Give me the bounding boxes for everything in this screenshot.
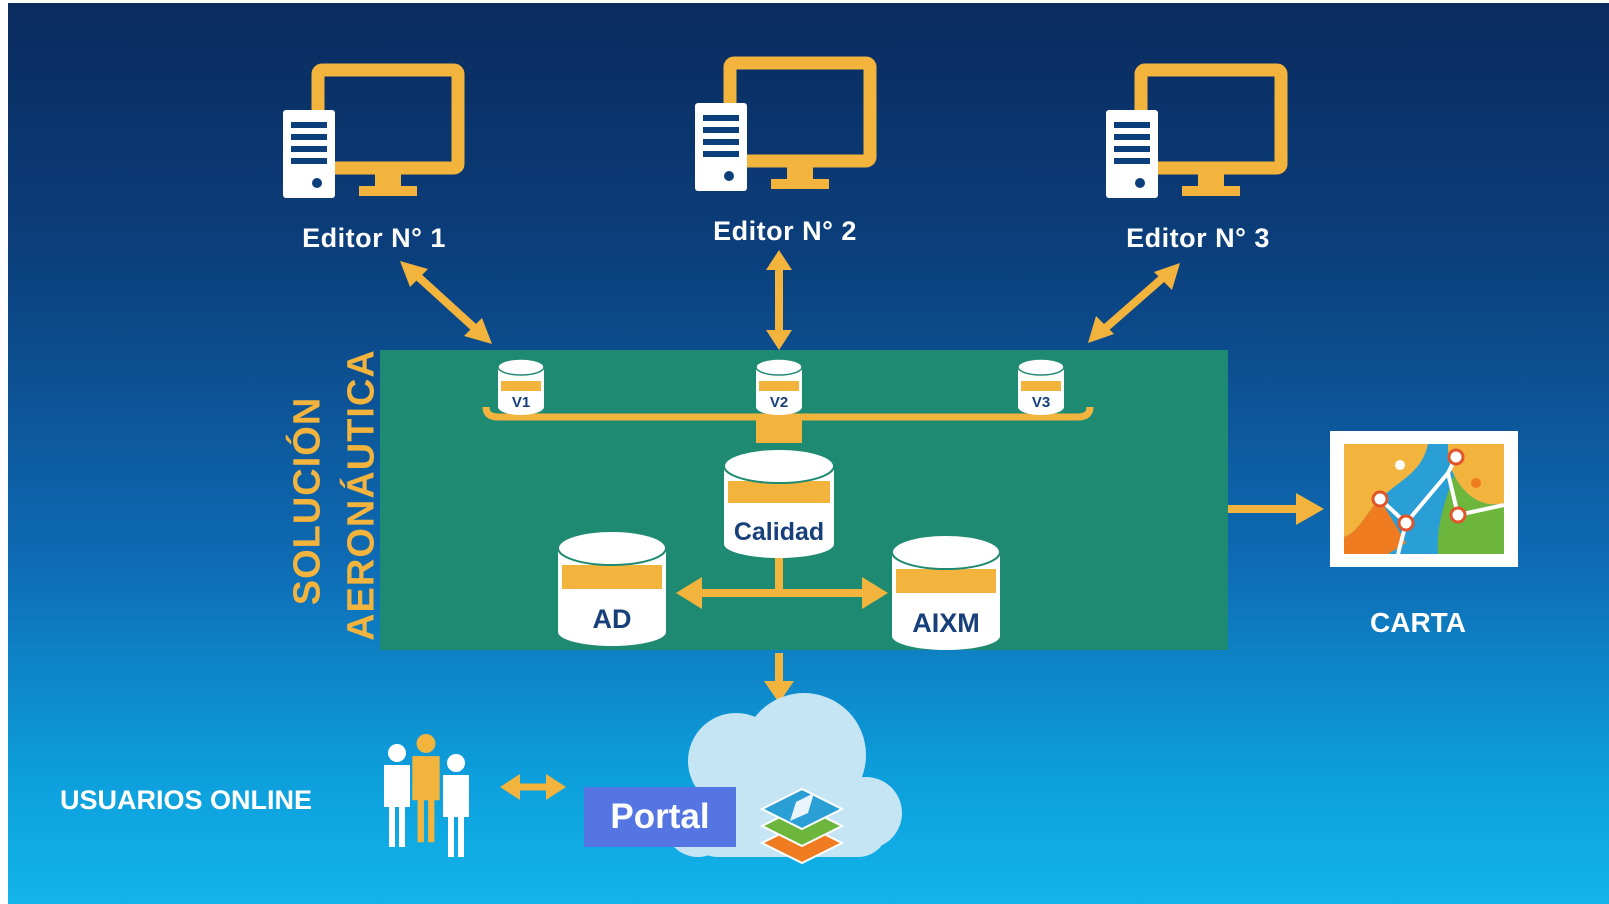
users-icon: [384, 734, 469, 857]
editor1-arrow: [409, 268, 484, 337]
editor-1-label: Editor N° 1: [302, 223, 446, 253]
quality-db-label: Calidad: [734, 518, 824, 546]
version-db-v2: [755, 358, 803, 415]
version-db-v1: [497, 358, 545, 415]
computer-icon-3: [1106, 70, 1281, 198]
editor-3-label: Editor N° 3: [1126, 223, 1270, 253]
v2-label: V2: [770, 394, 788, 411]
v3-label: V3: [1032, 394, 1050, 411]
ad-database-icon: [557, 530, 667, 646]
portal-button[interactable]: Portal: [584, 787, 736, 847]
v1-label: V1: [512, 394, 530, 411]
version-db-v3: [1017, 358, 1065, 415]
solution-label-line2: AERONÁUTICA: [340, 349, 383, 641]
layers-icon: [759, 787, 845, 865]
editor3-arrow: [1097, 271, 1170, 336]
users-online-label: USUARIOS ONLINE: [60, 785, 313, 815]
architecture-diagram: V1 V2 V3 Calidad AD AIXM: [8, 3, 1609, 904]
aixm-db-label: AIXM: [912, 608, 980, 638]
ad-db-label: AD: [593, 604, 632, 634]
editor-2-label: Editor N° 2: [713, 216, 857, 246]
computer-icon-2: [695, 63, 870, 191]
quality-database-icon: [723, 448, 835, 558]
diagram-canvas: V1 V2 V3 Calidad AD AIXM: [8, 3, 1518, 865]
solution-label-line1: SOLUCIÓN: [286, 396, 329, 606]
map-icon: [1330, 431, 1518, 567]
computer-icon-1: [283, 70, 458, 198]
carta-label: CARTA: [1370, 607, 1466, 638]
aixm-database-icon: [891, 534, 1001, 650]
carta-arrow: [1296, 493, 1324, 525]
